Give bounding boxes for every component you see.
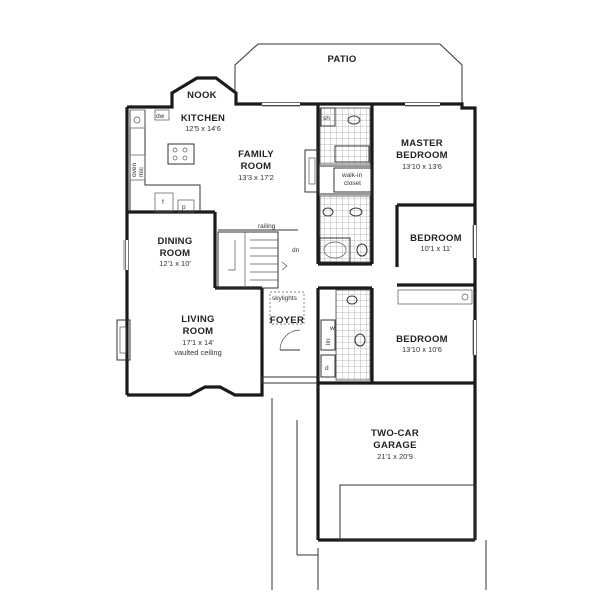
- patio: PATIO: [234, 43, 463, 105]
- oven-mic-unit: [129, 154, 146, 181]
- kitchen-dims: 12'5 x 14'6: [185, 124, 221, 133]
- closet-knob-icon: [461, 293, 469, 301]
- skylights-outline: [269, 291, 305, 325]
- hall-bath-tile: [335, 289, 371, 381]
- vanity: [334, 145, 370, 163]
- living-fireplace: [116, 319, 131, 361]
- shower: [320, 107, 336, 127]
- bath2-tile: [319, 195, 371, 263]
- dining-dims: 12'1 x 10': [159, 259, 191, 268]
- kitchen-label: KITCHEN: [181, 113, 225, 124]
- living-dims: 17'1 x 14': [182, 338, 214, 347]
- pantry: [177, 199, 195, 213]
- garage-dims: 21'1 x 20'9: [377, 452, 413, 461]
- down-arrow-icon: [281, 261, 288, 271]
- sink-icon: [346, 295, 358, 305]
- kitchen-island: [167, 143, 195, 165]
- stair-outline: [217, 231, 279, 289]
- dining-label-1: DINING: [157, 236, 192, 247]
- bedroom2-closet: [397, 289, 473, 305]
- bathtub: [319, 237, 351, 263]
- oven-label: oven: [131, 163, 138, 177]
- windows: [123, 103, 476, 355]
- patio-label: PATIO: [327, 54, 356, 65]
- sink-icon: [322, 207, 334, 217]
- walkin-label: walk-in: [341, 172, 363, 179]
- bathtub-basin: [323, 241, 347, 259]
- fridge: [154, 192, 174, 213]
- cooktop-burner-icon: [172, 147, 178, 153]
- cooktop-burner-icon: [182, 147, 188, 153]
- toilet-icon: [354, 333, 366, 347]
- dryer-box: [320, 354, 336, 378]
- corner-sink: [129, 109, 146, 129]
- washer-label: w: [329, 325, 335, 332]
- dining-label-2: ROOM: [160, 248, 191, 259]
- cooktop-burner-icon: [172, 155, 178, 161]
- living-fireplace-hearth: [119, 326, 127, 354]
- dishwasher: [154, 109, 170, 121]
- bedroom2-dims: 10'1 x 11': [420, 244, 452, 253]
- kitchen-counter-edge: [144, 110, 201, 212]
- front-step: [261, 376, 319, 384]
- family-dims: 13'3 x 17'2: [238, 173, 274, 182]
- master-bath-tile: [319, 107, 371, 165]
- master-dims: 13'10 x 13'6: [402, 162, 442, 171]
- hall-bath: lin w d: [320, 289, 371, 381]
- toilet-icon: [347, 115, 361, 125]
- walkin-closet-box: [333, 167, 372, 193]
- linen-tub: [320, 319, 336, 351]
- living-note: vaulted ceiling: [174, 348, 222, 357]
- closet-label: closet: [344, 180, 361, 187]
- master-bath: sh walk-in closet: [319, 107, 372, 263]
- patio-outline: [234, 43, 463, 105]
- down-label: dn: [292, 247, 300, 254]
- family-fireplace: [304, 149, 319, 193]
- driveway: [261, 376, 487, 590]
- living-south-wall: [127, 350, 264, 397]
- sink-icon: [349, 207, 363, 217]
- nook-label: NOOK: [187, 90, 217, 101]
- living-label-1: LIVING: [181, 314, 214, 325]
- stair-arrow-icon: [228, 240, 236, 271]
- pantry-label: p: [182, 204, 186, 211]
- fridge-label: f: [162, 199, 164, 206]
- linen-label: lin: [325, 338, 332, 345]
- family-fireplace-hearth: [308, 157, 316, 185]
- north-wall: [127, 76, 477, 290]
- microwave-label: mic: [138, 166, 145, 177]
- sink-bowl-icon: [133, 116, 141, 124]
- garage-door: [339, 484, 476, 541]
- cooktop-burner-icon: [182, 155, 188, 161]
- kitchen-fixtures: dw oven mic f p: [129, 109, 201, 213]
- front-door-swing: [279, 329, 301, 351]
- dishwasher-label: dw: [156, 113, 165, 120]
- toilet-icon: [356, 243, 368, 257]
- living-label-2: ROOM: [183, 326, 214, 337]
- bedroom3-label: BEDROOM: [396, 334, 448, 345]
- family-label-1: FAMILY: [238, 149, 274, 160]
- foyer-label: FOYER: [270, 315, 304, 326]
- bedroom2-label: BEDROOM: [410, 233, 462, 244]
- family-label-2: ROOM: [241, 161, 272, 172]
- railing-label: railing: [258, 223, 276, 230]
- master-label-2: BEDROOM: [396, 150, 448, 161]
- skylights-label: skylights: [272, 295, 298, 302]
- dryer-label: d: [325, 365, 329, 372]
- shower-label: sh: [323, 115, 330, 122]
- stairs: railing dn: [217, 223, 300, 289]
- master-label-1: MASTER: [401, 138, 443, 149]
- garage-label-2: GARAGE: [373, 440, 417, 451]
- bedroom3-dims: 13'10 x 10'6: [402, 345, 442, 354]
- garage-label-1: TWO-CAR: [371, 428, 419, 439]
